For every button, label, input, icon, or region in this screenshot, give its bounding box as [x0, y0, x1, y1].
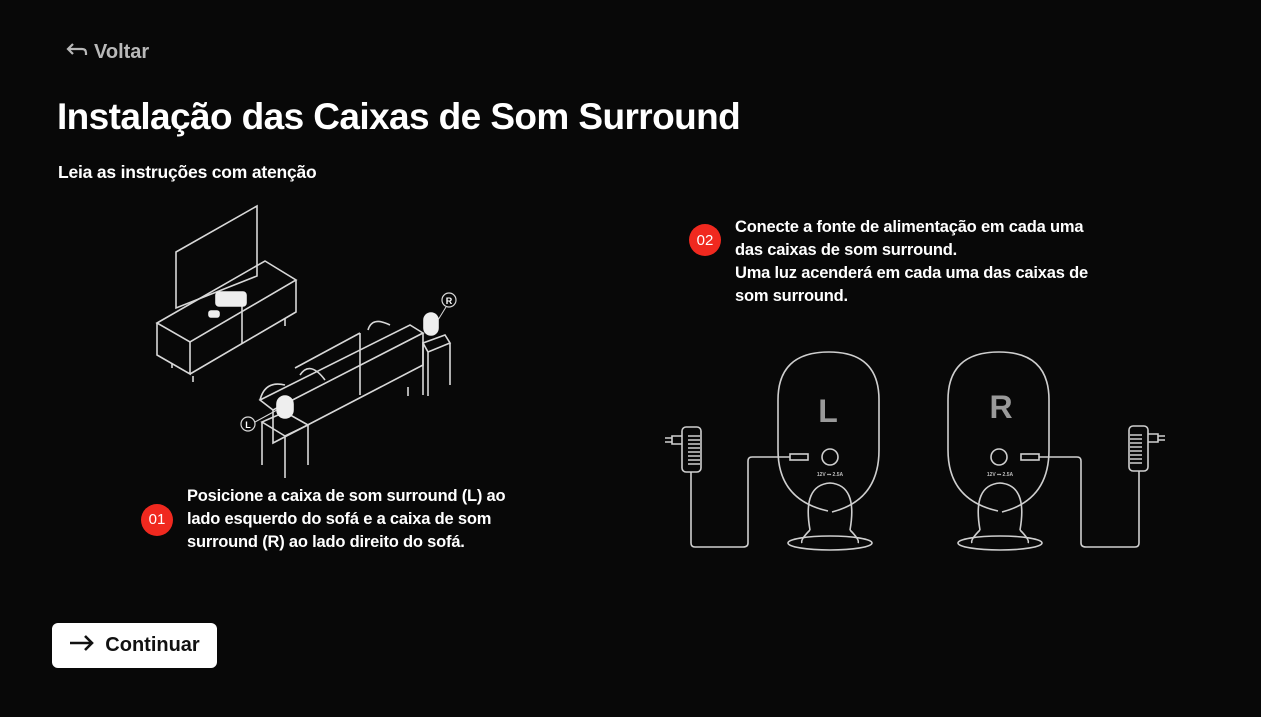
- room-label-left: L: [245, 420, 251, 430]
- speaker-right-icon: [423, 312, 439, 336]
- speaker-left-back: L 12V ⎓ 2.5A: [777, 351, 880, 551]
- step-number-badge: 02: [689, 224, 721, 256]
- arrow-back-icon: [66, 41, 88, 64]
- back-label: Voltar: [94, 41, 150, 63]
- continue-button[interactable]: Continuar: [52, 623, 217, 668]
- arrow-right-icon: [69, 634, 95, 657]
- sofa-icon: [258, 320, 425, 445]
- speaker-left-icon: [276, 395, 294, 419]
- speaker-right-back: R 12V ⎓ 2.5A: [947, 351, 1050, 551]
- power-adapter-left-icon: [665, 426, 809, 548]
- power-rating-left: 12V ⎓ 2.5A: [817, 472, 844, 478]
- tv-icon: [175, 204, 258, 310]
- power-rating-right: 12V ⎓ 2.5A: [987, 472, 1014, 478]
- power-port-icon: [821, 448, 839, 466]
- step-02-text: Conecte a fonte de alimentação em cada u…: [735, 218, 1088, 305]
- speaker-left-label: L: [818, 393, 838, 429]
- speakers-power-illustration: L 12V ⎓ 2.5A R 12V ⎓ 2.5A: [665, 351, 1165, 551]
- power-port-icon: [990, 448, 1008, 466]
- page-subtitle: Leia as instruções com atenção: [58, 162, 317, 182]
- step-number-badge: 01: [141, 503, 173, 536]
- step-02: 02 Conecte a fonte de alimentação em cad…: [689, 216, 1105, 308]
- back-button[interactable]: Voltar: [66, 41, 149, 64]
- continue-label: Continuar: [105, 634, 200, 656]
- room-illustration: L R: [155, 204, 457, 478]
- page-title: Instalação das Caixas de Som Surround: [57, 96, 741, 137]
- set-top-box: [215, 291, 247, 307]
- tv-stand: [155, 260, 298, 382]
- room-label-right: R: [446, 296, 453, 306]
- step-01-text: Posicione a caixa de som surround (L) ao…: [187, 487, 506, 551]
- side-table-right: [421, 334, 452, 396]
- power-adapter-right-icon: [1020, 425, 1165, 548]
- side-table-left: [260, 411, 310, 478]
- speaker-right-label: R: [989, 389, 1012, 425]
- step-01: 01 Posicione a caixa de som surround (L)…: [141, 485, 517, 554]
